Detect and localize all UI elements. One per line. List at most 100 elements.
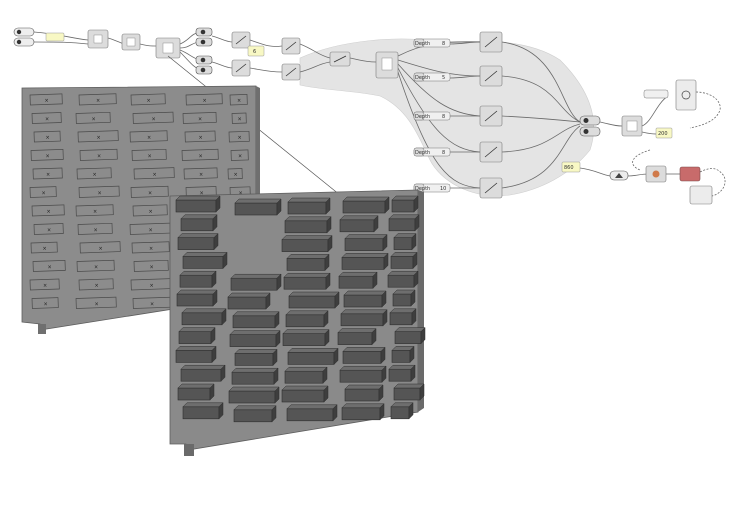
flat-slot — [228, 130, 250, 143]
panel-small-a[interactable] — [45, 32, 65, 42]
node-graph[interactable]: 6 Depth 8 Depth 5 — [13, 27, 726, 205]
slot-mark: × — [97, 135, 101, 141]
component-node[interactable] — [121, 33, 141, 51]
extruded-box-side — [333, 347, 339, 366]
extruded-box-side — [322, 366, 328, 384]
component-node[interactable] — [479, 105, 503, 127]
extruded-box — [181, 312, 223, 326]
extruded-box — [285, 314, 325, 328]
extruded-box — [177, 387, 211, 401]
extruded-box-top — [234, 198, 282, 204]
slot-mark: × — [148, 191, 152, 197]
extruded-box-side — [413, 270, 419, 288]
slider-row-2-value: 5 — [442, 75, 445, 81]
extruded-box-top — [341, 253, 389, 258]
slider-row-3[interactable]: Depth 8 — [413, 111, 451, 121]
slider-row-2[interactable]: Depth 5 — [413, 72, 451, 82]
slot-mark: × — [46, 172, 50, 178]
extruded-box-side — [381, 290, 387, 308]
component-node[interactable] — [155, 37, 181, 59]
panel-value-a[interactable]: 6 — [247, 45, 265, 57]
extruded-box-top — [390, 252, 418, 257]
component-node[interactable] — [621, 115, 643, 137]
component-node[interactable] — [645, 165, 667, 183]
extruded-box — [232, 315, 276, 329]
extruded-box-side — [383, 252, 389, 271]
extruded-box — [341, 407, 381, 421]
param-capsule-b[interactable] — [13, 37, 35, 47]
slider-row-1-value: 8 — [442, 41, 445, 47]
extruded-box-top — [178, 327, 216, 332]
slider-row-4[interactable]: Depth 8 — [413, 147, 451, 157]
slot-mark: × — [96, 98, 100, 104]
param-capsule-a[interactable] — [13, 27, 35, 37]
extruded-box-top — [344, 234, 388, 239]
toggle-pair[interactable] — [579, 115, 601, 137]
flat-slot — [33, 130, 61, 143]
flat-slot — [32, 260, 66, 272]
extruded-box — [180, 218, 214, 232]
panel-preview-extruded[interactable] — [169, 189, 426, 456]
component-node[interactable] — [479, 65, 503, 87]
panel-value-c[interactable]: 860 — [561, 161, 581, 173]
flat-slot — [29, 278, 60, 291]
extruded-box — [344, 388, 380, 402]
extruded-box-top — [229, 330, 281, 335]
output-node[interactable] — [675, 79, 697, 111]
extruded-box-side — [411, 232, 417, 251]
component-node[interactable] — [479, 177, 503, 199]
slot-mark: × — [44, 302, 48, 308]
extruded-box-side — [265, 292, 271, 310]
component-node[interactable] — [231, 59, 251, 77]
component-node[interactable] — [329, 51, 351, 67]
extruded-box — [344, 238, 384, 251]
toggle-stack[interactable] — [195, 27, 213, 75]
extruded-box-top — [393, 383, 425, 389]
extruded-box-top — [342, 196, 390, 202]
capsule-node[interactable] — [609, 170, 629, 181]
output-node[interactable] — [689, 185, 713, 205]
flat-slot — [29, 186, 57, 198]
extruded-box — [281, 389, 325, 403]
extruded-box — [227, 296, 267, 310]
slot-mark: × — [153, 172, 157, 178]
extruded-box-top — [175, 346, 217, 351]
extruded-box — [342, 351, 382, 364]
extruded-box — [342, 200, 386, 214]
flat-slot — [132, 204, 168, 217]
extruded-box-top — [339, 365, 387, 371]
extruded-box — [392, 293, 412, 307]
component-node[interactable] — [87, 29, 109, 49]
flat-slot — [185, 93, 223, 106]
extruded-box-side — [325, 197, 331, 215]
extruded-box-side — [419, 383, 425, 401]
extruded-box-top — [338, 271, 378, 277]
slot-mark: × — [147, 135, 151, 141]
extruded-box — [339, 369, 383, 383]
extruded-box-top — [344, 384, 384, 390]
component-node[interactable] — [479, 141, 503, 163]
panel-value-b[interactable]: 200 — [655, 127, 673, 139]
slot-mark: × — [47, 209, 51, 215]
component-node[interactable] — [281, 63, 301, 81]
extruded-box-side — [327, 234, 333, 253]
component-node-red[interactable] — [679, 166, 701, 182]
slot-mark: × — [147, 98, 151, 104]
flat-slot — [131, 241, 170, 254]
extruded-box — [337, 332, 373, 345]
slider-row-5-label: Depth — [415, 186, 430, 192]
slider-small[interactable] — [643, 89, 669, 99]
component-node-large[interactable] — [375, 51, 399, 79]
component-node[interactable] — [479, 31, 503, 53]
slot-mark: × — [95, 283, 99, 289]
extruded-box-top — [286, 404, 338, 410]
flat-slot — [230, 149, 249, 161]
extruded-box — [393, 387, 421, 401]
component-node[interactable] — [281, 37, 301, 55]
component-node[interactable] — [231, 31, 251, 49]
extruded-box — [288, 295, 336, 309]
slider-row-1[interactable]: Depth 8 — [413, 38, 451, 48]
slot-mark: × — [199, 135, 203, 141]
